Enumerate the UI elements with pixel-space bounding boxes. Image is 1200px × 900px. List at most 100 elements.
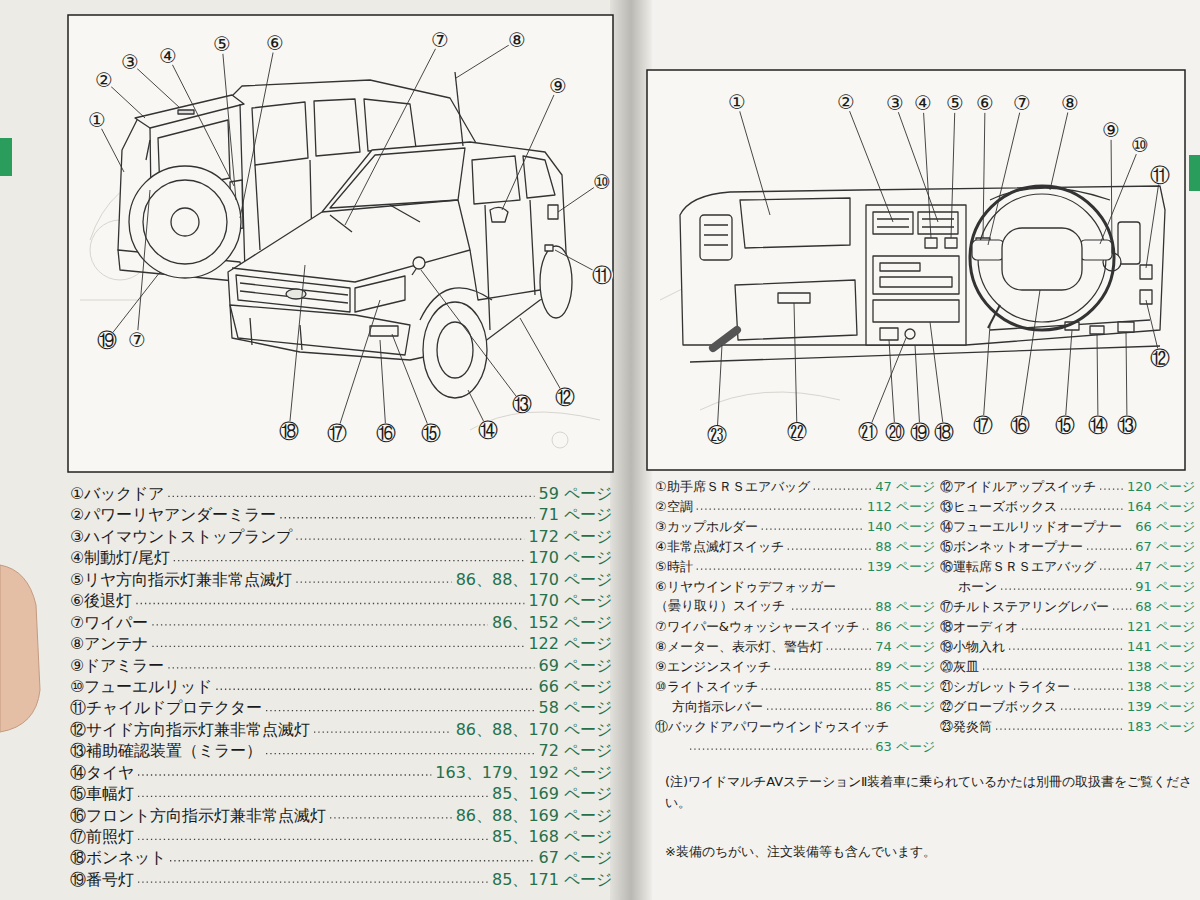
part-name: 方向指示レバー	[672, 699, 763, 716]
dot-leader	[697, 508, 863, 509]
part-name: ⑬補助確認装置（ミラー）	[70, 742, 262, 761]
callout-number: ⑬	[1116, 415, 1138, 435]
leader-line	[868, 338, 906, 432]
callout-number: ⑦	[1012, 93, 1032, 113]
callout-number: ⑤	[945, 93, 965, 113]
part-name: ⑦ワイパー&ウォッシャースイッチ	[655, 619, 859, 636]
front-vehicle	[250, 318, 302, 350]
dashboard	[945, 238, 957, 248]
part-name: ⑰チルトステアリングレバー	[940, 599, 1109, 616]
front-vehicle	[455, 72, 463, 146]
front-vehicle	[228, 142, 568, 360]
dashboard	[880, 263, 920, 271]
dashboard	[925, 238, 937, 248]
leader-line	[1111, 130, 1112, 253]
part-name: ⑩ライトスイッチ	[655, 679, 758, 696]
leader-line	[915, 345, 920, 432]
dot-leader	[138, 774, 431, 775]
part-name: ⑰前照灯	[70, 827, 134, 846]
part-name: ①助手席ＳＲＳエアバッグ	[655, 479, 810, 496]
part-name: ⑳灰皿	[940, 659, 979, 676]
dashboard	[735, 280, 857, 340]
part-name: ③カップホルダー	[655, 519, 758, 536]
dot-leader	[136, 603, 524, 604]
front-vehicle	[330, 148, 465, 208]
illustration-frame	[68, 15, 1185, 472]
dashboard	[680, 186, 1165, 345]
part-name: ⑫アイドルアップスイッチ	[940, 479, 1096, 496]
part-name: ⑤時計	[655, 559, 693, 576]
callout-number: ⑦	[430, 30, 450, 50]
rear-vehicle	[129, 166, 241, 278]
callout-number: ⑭	[1087, 415, 1109, 435]
dashboard	[1118, 222, 1140, 264]
part-name: ⑬ヒューズボックス	[940, 499, 1057, 516]
front-vehicle	[355, 276, 405, 312]
part-name: ⑨エンジンスイッチ	[655, 659, 771, 676]
dot-leader	[1100, 568, 1131, 569]
part-name: ⑪チャイルドプロテクター	[70, 699, 262, 718]
dot-leader	[697, 568, 863, 569]
leader-line	[1050, 103, 1070, 190]
leader-line	[1065, 330, 1072, 425]
dot-leader	[863, 628, 872, 629]
leader-line	[520, 318, 565, 397]
dashboard	[873, 300, 959, 322]
dot-leader	[152, 624, 488, 625]
callout-number: ⑮	[1054, 415, 1076, 435]
dot-leader	[792, 608, 871, 609]
leader-line	[930, 322, 944, 432]
page-reference: 170 ページ	[528, 549, 612, 568]
front-vehicle	[472, 156, 520, 204]
page-reference: 170 ページ	[528, 592, 612, 611]
dot-leader	[1100, 488, 1123, 489]
callout-number: ⑥	[265, 33, 285, 53]
leader-line	[889, 340, 895, 432]
page-reference: 86 ページ	[875, 699, 935, 716]
steering-wheel	[970, 186, 1114, 330]
page-reference: 163、179、192 ページ	[435, 763, 612, 782]
front-vehicle	[523, 156, 555, 198]
page-reference: 67 ページ	[539, 849, 612, 868]
callout-number: ⑧	[1060, 93, 1080, 113]
dashboard	[680, 186, 1165, 362]
dot-leader	[330, 817, 452, 818]
part-name: ⑧メーター、表示灯、警告灯	[655, 639, 823, 656]
page-reference: 67 ページ	[1135, 539, 1195, 556]
front-vehicle	[413, 257, 425, 269]
paper	[625, 0, 1200, 900]
note-text: ※装備のちがい、注文装備等も含んでいます。	[665, 842, 1195, 863]
dot-leader	[762, 528, 863, 529]
front-vehicle	[330, 205, 420, 232]
part-name: ①バックドア	[70, 484, 164, 503]
dot-leader	[1001, 588, 1131, 589]
callout-number: ⑩	[592, 172, 612, 192]
callout-number: ⑧	[507, 30, 527, 50]
dashboard	[1090, 326, 1104, 334]
dot-leader	[762, 688, 872, 689]
page-reference: 88 ページ	[875, 539, 935, 556]
show-through-ghost	[552, 432, 568, 448]
dashboard	[704, 225, 728, 245]
part-name: ②空調	[655, 499, 693, 516]
page-reference: 86、88、169 ページ	[456, 806, 612, 825]
dot-leader	[983, 668, 1123, 669]
dot-leader	[170, 860, 535, 861]
leader-line	[846, 102, 893, 222]
page-reference: 140 ページ	[867, 519, 935, 536]
page-reference: 141 ページ	[1127, 639, 1195, 656]
dot-leader	[814, 488, 872, 489]
part-name: ⑦ワイパー	[70, 613, 148, 632]
callout-number: ㉑	[857, 422, 879, 442]
steering-wheel	[1080, 240, 1112, 260]
leader-line	[97, 40, 602, 433]
dot-leader	[1113, 608, 1131, 609]
callout-number: ⑲	[96, 330, 118, 350]
page-reference: 59 ページ	[539, 484, 612, 503]
page-reference: 71 ページ	[539, 506, 612, 525]
rear-vehicle	[314, 99, 360, 156]
part-name: ⑯運転席ＳＲＳエアバッグ	[940, 559, 1096, 576]
callout-number: ㉓	[706, 425, 728, 445]
dot-leader	[174, 560, 525, 561]
